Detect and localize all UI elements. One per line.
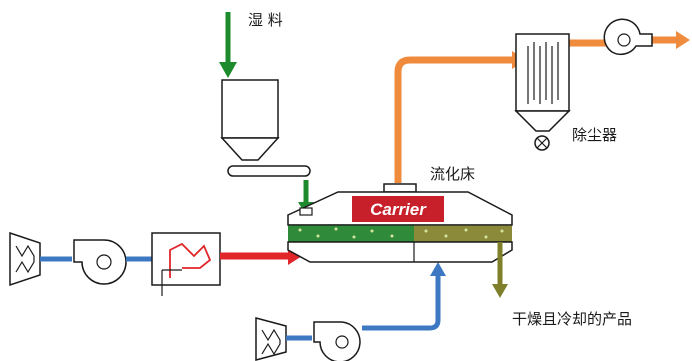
inlet-air-fan (73, 239, 127, 285)
wet-feed-arrow (219, 12, 237, 78)
carrier-logo: Carrier (352, 196, 444, 222)
cooling-air-arrow (362, 262, 446, 331)
inlet-air-filter (9, 231, 41, 287)
fluid-bed (287, 183, 513, 263)
dust-collector-label: 除尘器 (572, 126, 618, 144)
carrier-logo-text: Carrier (370, 200, 427, 219)
wet-material-label: 湿 料 (248, 11, 283, 29)
fluid-bed-label: 流化床 (430, 165, 476, 183)
feed-hopper (220, 79, 311, 177)
product-discharge-arrow (492, 242, 508, 298)
dust-collector (514, 33, 571, 151)
dried-cooled-product-label: 干燥且冷却的产品 (512, 310, 633, 328)
cooling-air-filter (255, 317, 287, 361)
air-heater (151, 232, 221, 296)
cooling-air-fan (313, 321, 361, 361)
exhaust-fan (603, 18, 653, 56)
